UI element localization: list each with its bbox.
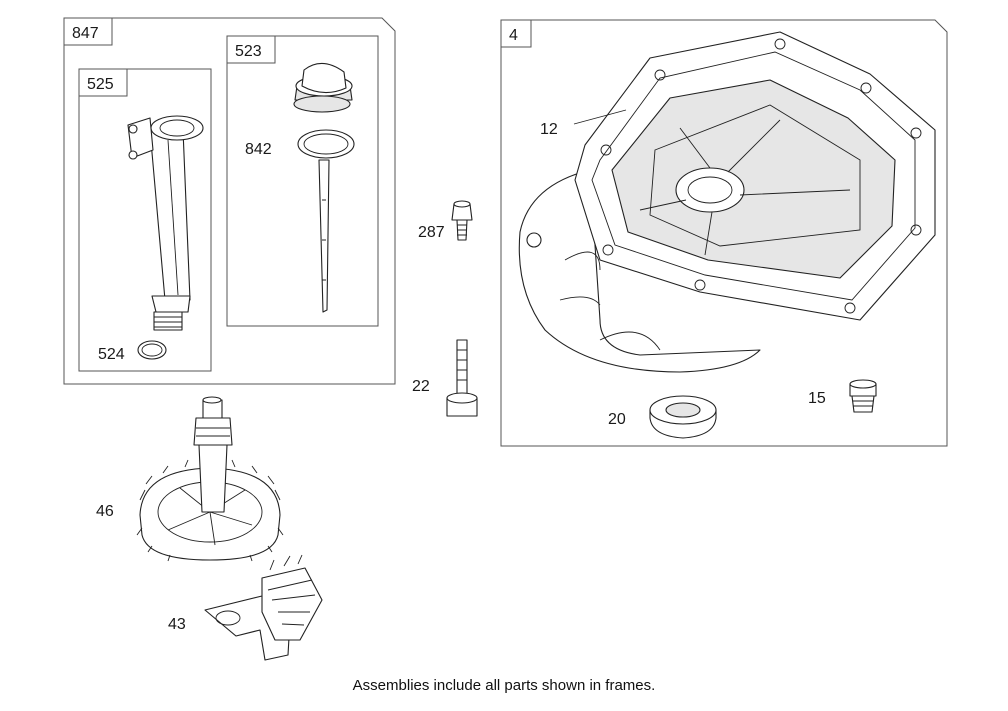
frame-847-tag: 847 bbox=[72, 25, 99, 42]
o-ring-842 bbox=[297, 129, 355, 159]
dipstick-drawing bbox=[293, 62, 353, 313]
frame-4: 4 bbox=[500, 19, 948, 447]
callout-12: 12 bbox=[540, 121, 558, 138]
callout-842: 842 bbox=[245, 141, 272, 158]
callout-287: 287 bbox=[418, 224, 445, 241]
frame-523: 523 bbox=[226, 35, 379, 327]
bolt-22 bbox=[446, 339, 478, 417]
callout-524: 524 bbox=[98, 346, 125, 363]
callout-22: 22 bbox=[412, 378, 430, 395]
oil-fill-tube-drawing bbox=[127, 115, 204, 331]
frame-523-tag: 523 bbox=[235, 43, 262, 60]
crankcase-cover-drawing bbox=[518, 31, 936, 373]
plug-15 bbox=[849, 379, 877, 413]
diagram-caption: Assemblies include all parts shown in fr… bbox=[352, 677, 656, 694]
o-ring-524 bbox=[137, 340, 167, 360]
bolt-287 bbox=[451, 200, 473, 241]
frame-525-tag: 525 bbox=[87, 76, 114, 93]
frame-525: 525 bbox=[78, 68, 212, 372]
callout-15: 15 bbox=[808, 390, 826, 407]
frame-847: 847 bbox=[63, 17, 396, 385]
gear-46 bbox=[136, 396, 284, 562]
callout-43: 43 bbox=[168, 616, 186, 633]
callout-46: 46 bbox=[96, 503, 114, 520]
bracket-43 bbox=[204, 554, 323, 661]
seal-20 bbox=[649, 395, 717, 439]
frame-4-tag: 4 bbox=[509, 27, 518, 44]
callout-20: 20 bbox=[608, 411, 626, 428]
